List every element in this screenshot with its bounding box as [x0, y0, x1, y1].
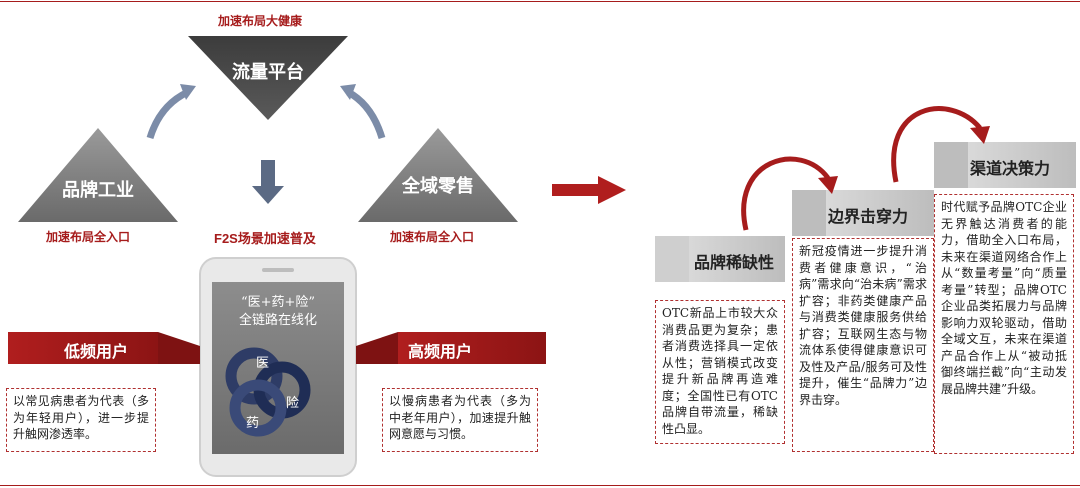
- left-curve-arrow: [146, 88, 190, 140]
- step3-accent: [934, 142, 968, 188]
- phone-title-line1: “医+药+险”: [240, 295, 316, 310]
- down-arrow-shaft: [261, 160, 275, 186]
- step1-accent: [655, 236, 689, 282]
- low-freq-label: 低频用户: [64, 344, 129, 361]
- node-xian: 险: [286, 396, 300, 411]
- high-freq-band-tail: [356, 332, 398, 364]
- step3-label: 渠道决策力: [970, 161, 1051, 178]
- right-caption: 加速布局全入口: [390, 230, 475, 244]
- phone-speaker: [262, 268, 294, 272]
- node-yi: 医: [256, 356, 270, 371]
- node-yao: 药: [246, 416, 260, 431]
- low-freq-band: [8, 332, 158, 364]
- step-curve-1-head: [818, 176, 838, 194]
- left-curve-arrowhead: [180, 84, 196, 100]
- main-arrow-head: [598, 176, 626, 204]
- low-freq-band-tail: [158, 332, 200, 364]
- step1-label: 品牌稀缺性: [694, 255, 775, 272]
- platform-triangle: [188, 36, 348, 120]
- step-curve-1: [741, 156, 831, 231]
- step1-desc: OTC新品上市较大众消费品更为复杂；患者消费选择具一定依从性；营销模式改变提升新…: [655, 300, 785, 444]
- step2-desc: 新冠疫情进一步提升消费者健康意识，“治病”需求向“治未病”需求扩容；非药类健康产…: [792, 238, 934, 452]
- down-arrow-head: [252, 186, 284, 204]
- ring-yi: [225, 347, 283, 405]
- platform-label: 流量平台: [232, 62, 304, 82]
- brand-industry-triangle: [18, 128, 178, 222]
- all-retail-triangle: [358, 128, 518, 222]
- ring-yao: [229, 379, 287, 437]
- step-curve-2: [891, 106, 982, 183]
- phone-title-line2: 全链路在线化: [238, 313, 317, 328]
- right-curve-arrow: [346, 88, 386, 140]
- step2-accent: [792, 190, 826, 236]
- main-arrow-shaft: [552, 184, 598, 196]
- f2s-caption: F2S场景加速普及: [214, 231, 316, 246]
- high-freq-label: 高频用户: [408, 344, 473, 361]
- brand-industry-label: 品牌工业: [62, 180, 134, 200]
- step-curve-2-head: [970, 126, 990, 144]
- top-rule: [0, 1, 1080, 2]
- bottom-rule: [0, 485, 1080, 486]
- step3-desc: 时代赋予品牌OTC企业无界触达消费者的能力，借助全入口布局，未来在渠道网络合作上…: [934, 194, 1074, 454]
- low-freq-desc: 以常见病患者为代表（多为年轻用户），进一步提升触网渗透率。: [6, 388, 156, 452]
- high-freq-band: [398, 332, 546, 364]
- all-retail-label: 全域零售: [402, 176, 474, 196]
- step2-label: 边界击穿力: [828, 209, 909, 226]
- left-caption: 加速布局全入口: [46, 230, 131, 244]
- top-caption: 加速布局大健康: [218, 14, 303, 28]
- high-freq-desc: 以慢病患者为代表（多为中老年用户），加速提升触网意愿与习惯。: [382, 388, 538, 452]
- right-curve-arrowhead: [340, 84, 356, 100]
